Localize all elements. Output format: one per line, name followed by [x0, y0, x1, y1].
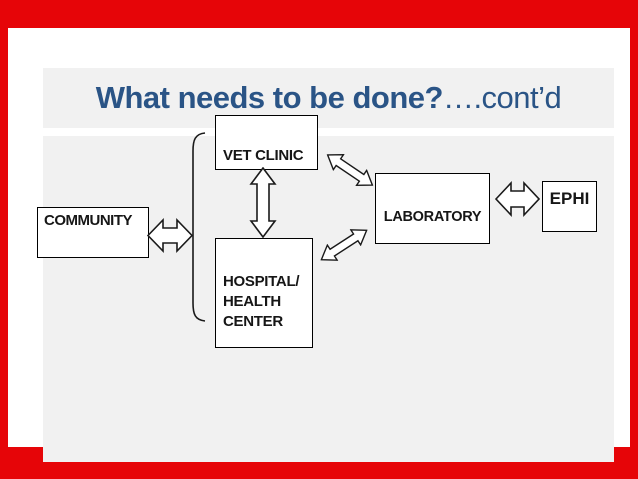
- node-community-label: COMMUNITY: [44, 212, 133, 229]
- node-community: COMMUNITY: [37, 207, 149, 258]
- double-arrow-icon-hospital-laboratory: [320, 229, 368, 261]
- double-arrow-icon-community-group: [147, 218, 193, 253]
- node-ephi: EPHI: [542, 181, 597, 232]
- slide-title-main: What needs to be done?: [95, 80, 444, 115]
- slide-title: What needs to be done?….cont’d: [96, 80, 562, 116]
- node-vet-clinic-label: VET CLINIC: [223, 147, 304, 165]
- node-hospital-health-center: HOSPITAL/ HEALTH CENTER: [215, 238, 313, 348]
- double-arrow-icon-laboratory-ephi: [495, 180, 540, 218]
- node-hospital-line-2: HEALTH: [223, 293, 281, 310]
- node-laboratory: LABORATORY: [375, 173, 490, 244]
- double-arrow-icon-vet-hospital: [249, 167, 277, 238]
- node-vet-clinic: VET CLINIC: [215, 115, 318, 170]
- node-laboratory-label: LABORATORY: [383, 209, 482, 225]
- node-hospital-line-1: HOSPITAL/: [223, 273, 300, 290]
- slide-title-suffix: ….cont’d: [442, 80, 562, 115]
- node-ephi-label: EPHI: [549, 189, 590, 208]
- title-band: What needs to be done?….cont’d: [43, 68, 614, 128]
- slide-background: What needs to be done?….cont’d: [8, 28, 630, 462]
- node-hospital-line-3: CENTER: [223, 313, 283, 330]
- left-bracket-icon: [192, 132, 206, 322]
- double-arrow-icon-vet-laboratory: [326, 153, 374, 187]
